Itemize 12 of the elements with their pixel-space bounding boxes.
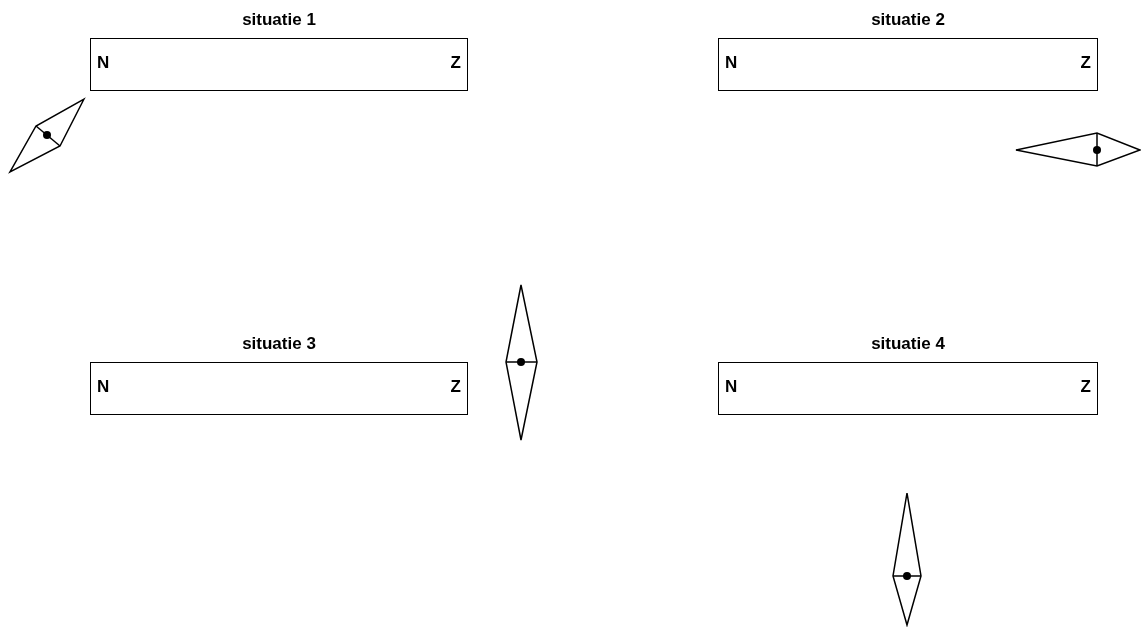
pole-label: N [97,53,110,73]
magnet-title: situatie 3 [241,334,317,354]
pole-label: Z [450,377,461,397]
pole-label: Z [1080,53,1091,73]
magnet-title: situatie 4 [870,334,946,354]
magnet-title: situatie 2 [870,10,946,30]
pole-label: N [97,377,110,397]
magnet-title: situatie 1 [241,10,317,30]
pole-label: N [725,53,738,73]
pole-label: N [725,377,738,397]
pole-label: Z [450,53,461,73]
pole-label: Z [1080,377,1091,397]
